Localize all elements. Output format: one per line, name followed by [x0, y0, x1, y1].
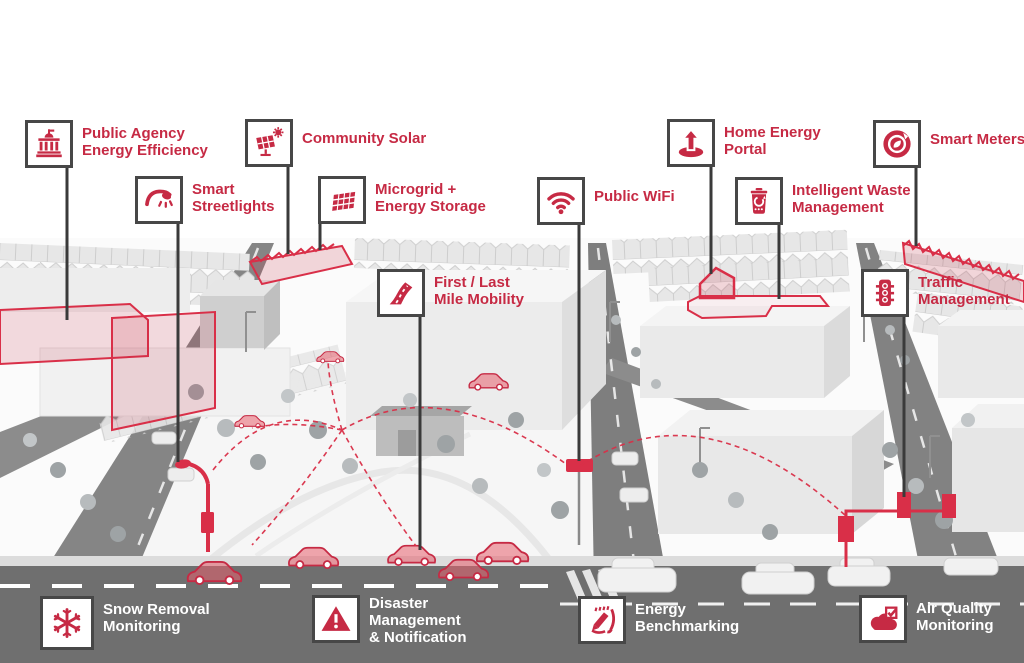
callout-label: Smart Streetlights	[192, 181, 275, 215]
cars	[151, 431, 999, 595]
up-arrow-portal-icon	[667, 119, 715, 167]
trees	[23, 315, 975, 542]
pencil-report-icon	[578, 596, 626, 644]
wireless-mesh-links	[212, 361, 847, 547]
streetlight-icon	[135, 176, 183, 224]
wifi-icon	[537, 177, 585, 225]
callout-microgrid-energy-storage: Microgrid + Energy Storage	[318, 176, 486, 224]
callout-label: Public WiFi	[594, 188, 675, 205]
traffic-light-icon	[861, 269, 909, 317]
highlighted-assets	[0, 239, 1024, 585]
callout-snow-removal-monitoring: Snow Removal Monitoring	[40, 596, 210, 650]
callout-leader-lines	[65, 160, 918, 550]
callout-disaster-management-notification: Disaster Management & Notification	[312, 595, 467, 646]
callout-air-quality-monitoring: Air Quality Monitoring	[859, 595, 993, 643]
callout-first-last-mile-mobility: First / Last Mile Mobility	[377, 269, 524, 317]
solar-panel-sun-icon	[245, 119, 293, 167]
callout-label: Disaster Management & Notification	[369, 595, 467, 646]
road-icon	[377, 269, 425, 317]
meter-leaf-icon	[873, 120, 921, 168]
solar-array-icon	[318, 176, 366, 224]
callout-label: Intelligent Waste Management	[792, 182, 911, 216]
callout-label: Community Solar	[302, 130, 427, 147]
warning-triangle-icon	[312, 595, 360, 643]
snowflake-icon	[40, 596, 94, 650]
traffic-signal-network	[838, 492, 956, 567]
callout-intelligent-waste-management: Intelligent Waste Management	[735, 177, 911, 225]
callout-label: Home Energy Portal	[724, 124, 821, 158]
government-building-icon	[25, 120, 73, 168]
callout-smart-streetlights: Smart Streetlights	[135, 176, 275, 224]
callout-label: Smart Meters	[930, 131, 1024, 148]
callout-label: Public Agency Energy Efficiency	[82, 125, 208, 159]
callout-label: Traffic Management	[918, 274, 1010, 308]
callout-energy-benchmarking: Energy Benchmarking	[578, 596, 739, 644]
callout-traffic-management: Traffic Management	[861, 269, 1010, 317]
waste-collection-zone	[687, 295, 831, 320]
callout-public-wifi: Public WiFi	[537, 177, 675, 225]
callout-community-solar: Community Solar	[245, 119, 426, 167]
public-wifi-access-point	[566, 459, 593, 545]
public-agency-building	[0, 302, 216, 432]
waste-bin-recycle-icon	[735, 177, 783, 225]
cloud-check-icon	[859, 595, 907, 643]
callout-label: Energy Benchmarking	[635, 601, 740, 635]
callout-label: Snow Removal Monitoring	[103, 601, 210, 635]
callout-label: Microgrid + Energy Storage	[375, 181, 486, 215]
callout-public-agency-energy-efficiency: Public Agency Energy Efficiency	[25, 120, 208, 168]
callout-home-energy-portal: Home Energy Portal	[667, 119, 821, 167]
callout-smart-meters: Smart Meters	[873, 120, 1024, 168]
smart-streetlight-asset	[175, 459, 214, 552]
callout-label: Air Quality Monitoring	[916, 600, 994, 634]
smart-meter-rowhouses	[901, 239, 1024, 304]
buildings	[0, 268, 1024, 534]
callout-label: First / Last Mile Mobility	[434, 274, 524, 308]
